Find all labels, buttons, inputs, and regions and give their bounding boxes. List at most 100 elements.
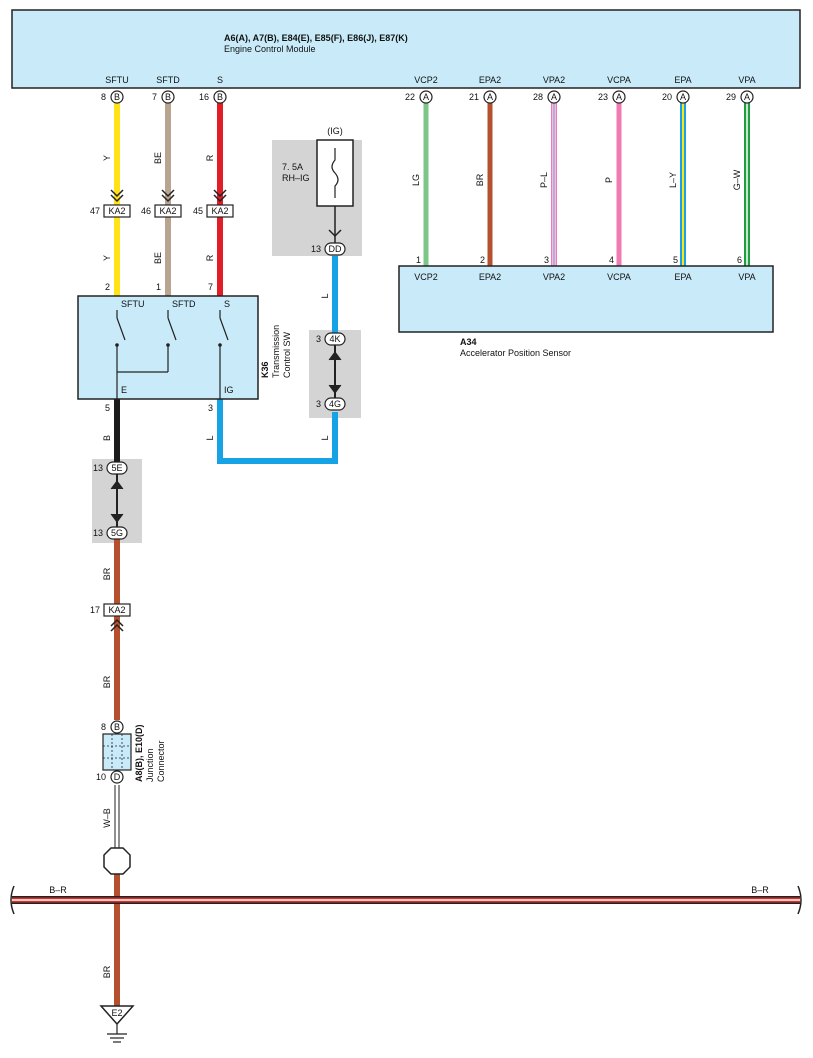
wire-label-p: P: [604, 177, 614, 183]
junction-connector-icon: [102, 733, 132, 771]
wire-label-be-lower: BE: [153, 252, 163, 264]
svg-text:47: 47: [90, 206, 100, 216]
a34-terminal-vcpa: VCPA: [607, 272, 631, 282]
wire-label-l-right: L: [320, 435, 330, 440]
svg-text:7: 7: [152, 92, 157, 102]
svg-text:22: 22: [405, 92, 415, 102]
fuse-element-icon: [331, 148, 339, 198]
a34-box: [398, 265, 774, 333]
ecm-terminal-vcp2: VCP2: [414, 75, 438, 85]
fuse-ig-label: (IG): [327, 126, 343, 136]
svg-text:1: 1: [416, 255, 421, 265]
wire-label-l-upper: L: [320, 293, 330, 298]
svg-text:13: 13: [93, 528, 103, 538]
bus-label-left: B–R: [49, 885, 67, 895]
wire-label-lg: LG: [411, 174, 421, 186]
svg-text:5G: 5G: [111, 528, 123, 538]
svg-text:KA2: KA2: [159, 206, 176, 216]
ecm-box: [11, 9, 801, 89]
svg-text:A: A: [680, 92, 686, 102]
ecm-terminal-epa2: EPA2: [479, 75, 501, 85]
svg-text:A: A: [551, 92, 557, 102]
svg-text:10: 10: [96, 772, 106, 782]
ecm-subtitle: Engine Control Module: [224, 44, 316, 54]
connector-5e: 5E 13: [93, 461, 128, 475]
a34-terminal-epa2: EPA2: [479, 272, 501, 282]
a34-terminal-vcp2: VCP2: [414, 272, 438, 282]
svg-text:4: 4: [609, 255, 614, 265]
a34-terminal-vpa2: VPA2: [543, 272, 565, 282]
jc-title: A8(B), E10(D): [134, 724, 144, 782]
connector-5g: 5G 13: [93, 526, 128, 540]
k36-terminal-e: E: [121, 385, 127, 395]
ground-symbol-icon: [107, 1024, 127, 1043]
svg-text:17: 17: [90, 605, 100, 615]
jc-bottom-pin: D 10: [96, 770, 124, 784]
wire-label-pl: P–L: [539, 172, 549, 188]
ecm-title: A6(A), A7(B), E84(E), E85(F), E86(J), E8…: [224, 33, 408, 43]
svg-text:46: 46: [141, 206, 151, 216]
svg-text:3: 3: [544, 255, 549, 265]
k36-terminal-ig: IG: [224, 385, 234, 395]
fuse-arrow-icon: [328, 229, 342, 238]
arrow-up-icon: [328, 351, 342, 361]
wire-label-r-lower: R: [205, 254, 215, 261]
svg-text:21: 21: [469, 92, 479, 102]
a34-pins: 1 2 3 4 5 6: [416, 255, 742, 265]
svg-text:B: B: [114, 92, 120, 102]
arrow-up-icon: [110, 480, 124, 490]
svg-text:B: B: [165, 92, 171, 102]
svg-text:4K: 4K: [329, 334, 340, 344]
wire-label-r-upper: R: [205, 154, 215, 161]
svg-text:KA2: KA2: [108, 206, 125, 216]
a34-terminal-vpa: VPA: [738, 272, 755, 282]
svg-text:3: 3: [316, 334, 321, 344]
k36-contact-dot: [115, 343, 119, 347]
fuse-rating: 7. 5A: [282, 162, 303, 172]
a34-terminal-epa: EPA: [674, 272, 691, 282]
svg-text:KA2: KA2: [108, 605, 125, 615]
ecm-terminal-vcpa: VCPA: [607, 75, 631, 85]
wire-label-y-lower: Y: [102, 255, 112, 261]
ecm-terminal-s: S: [217, 75, 223, 85]
svg-text:A: A: [616, 92, 622, 102]
ecm-pin-sftu: B 8: [101, 90, 124, 104]
wire-label-y-upper: Y: [102, 155, 112, 161]
jc-top-pin: B 8: [101, 720, 124, 734]
svg-text:13: 13: [311, 244, 321, 254]
k36-switch-circuit-icon: [116, 310, 229, 399]
arrow-down-icon: [328, 384, 342, 394]
k36-name-line1: Transmission: [271, 325, 281, 378]
svg-text:8: 8: [101, 92, 106, 102]
ecm-terminal-sftu: SFTU: [105, 75, 129, 85]
bus-left-break: [10, 885, 15, 915]
bus-right-break: [797, 885, 802, 915]
k36-pin-s: 7: [208, 282, 213, 292]
svg-text:4G: 4G: [329, 399, 341, 409]
k36-terminal-sftd: SFTD: [172, 299, 196, 309]
svg-text:16: 16: [199, 92, 209, 102]
svg-text:A: A: [744, 92, 750, 102]
svg-text:B: B: [114, 722, 120, 732]
svg-text:D: D: [114, 772, 121, 782]
svg-text:3: 3: [316, 399, 321, 409]
ecm-pin-s: B 16: [199, 90, 227, 104]
connector-4k: 4K 3: [316, 332, 346, 346]
ecm-terminal-vpa2: VPA2: [543, 75, 565, 85]
k36-contact-dot: [166, 343, 170, 347]
ecm-pin-vpa2: A 28: [533, 90, 561, 104]
ground-label: E2: [111, 1008, 122, 1018]
wire-label-br-epa2: BR: [475, 173, 485, 186]
ka2-connector-46: KA2 46: [141, 189, 182, 218]
wire-label-br-1: BR: [102, 567, 112, 580]
connector-4g: 4G 3: [316, 397, 346, 411]
a34-name: Accelerator Position Sensor: [460, 348, 571, 358]
ka2-connector-17: KA2 17: [90, 603, 131, 632]
wire-ig-blue-loop: [217, 399, 338, 464]
svg-text:5E: 5E: [111, 463, 122, 473]
k36-terminal-s: S: [224, 299, 230, 309]
k36-pin-sftd: 1: [156, 282, 161, 292]
svg-text:6: 6: [737, 255, 742, 265]
wire-label-wb: W–B: [102, 808, 112, 828]
